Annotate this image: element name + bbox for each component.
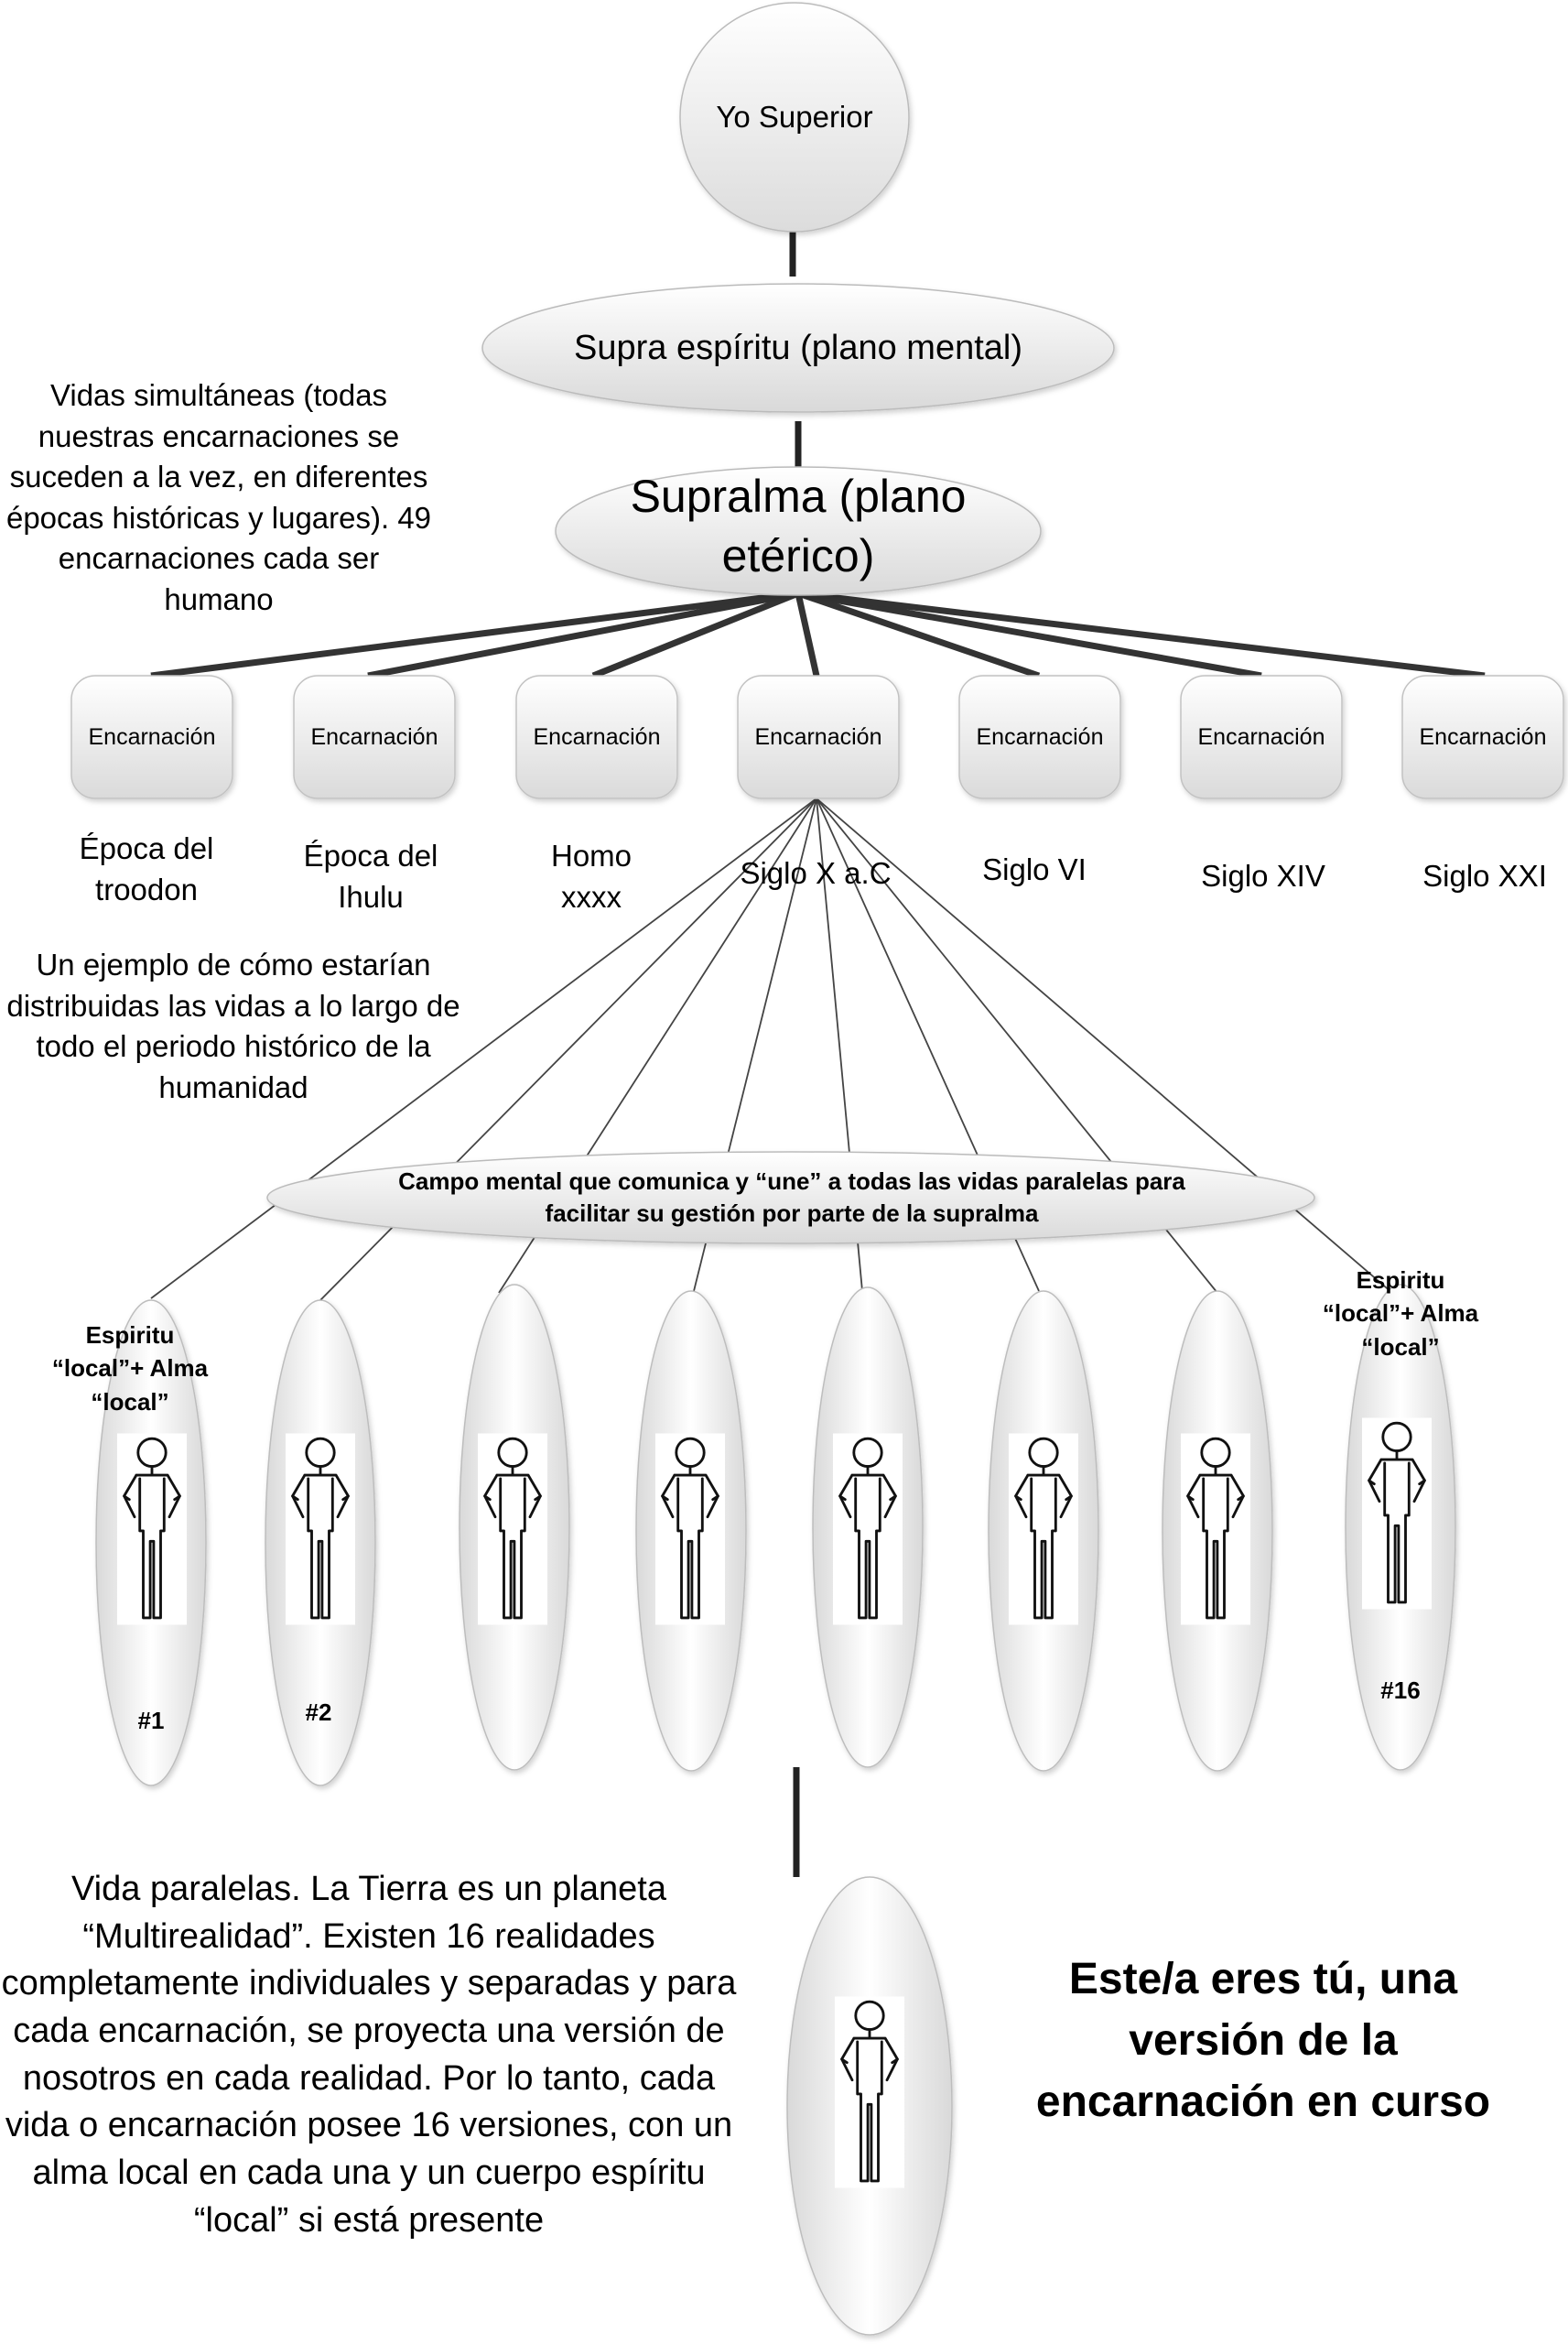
local-spirit-soul-label-right: Espiritu “local”+ Alma “local” [1322, 1266, 1479, 1361]
incarnation-box [1401, 675, 1564, 799]
incarnation-box [958, 675, 1121, 799]
local-spirit-soul-label-left: Espiritu “local”+ Alma “local” [51, 1321, 209, 1416]
person-icon [1362, 1417, 1432, 1610]
incarnation-boxes [70, 675, 1564, 799]
distribution-example-note: Un ejemplo de cómo estarían distribuidas… [6, 948, 460, 1104]
era-label: Siglo VI [982, 852, 1087, 886]
incarnation-label: Encarnación [310, 723, 438, 750]
era-label: Homo xxxx [550, 839, 633, 914]
person-icon [286, 1433, 355, 1625]
yo-superior-label: Yo Superior [716, 100, 873, 135]
incarnation-label: Encarnación [1197, 723, 1325, 750]
current-version-note: Este/a eres tú, una versión de la encarn… [1035, 1955, 1491, 2127]
person-icon [478, 1433, 547, 1625]
incarnation-label: Encarnación [88, 723, 216, 750]
incarnation-box [737, 675, 900, 799]
incarnation-label: Encarnación [1419, 723, 1547, 750]
era-label: Siglo XIV [1201, 859, 1325, 893]
incarnation-box [70, 675, 233, 799]
supralma-label: Supralma (plano etérico) [630, 471, 967, 581]
era-label: Época del troodon [79, 831, 214, 906]
person-icon [117, 1433, 187, 1625]
version-number-1: #1 [137, 1707, 165, 1734]
incarnation-label: Encarnación [533, 723, 661, 750]
incarnation-box [1180, 675, 1343, 799]
version-number-2: #2 [305, 1698, 332, 1726]
incarnation-box [515, 675, 678, 799]
incarnation-box [293, 675, 456, 799]
supralma-node [555, 466, 1042, 596]
hierarchy-connectors [789, 229, 802, 1877]
incarnation-label: Encarnación [976, 723, 1104, 750]
incarnation-label: Encarnación [754, 723, 882, 750]
simultaneous-lives-note: Vidas simultáneas (todas nuestras encarn… [5, 378, 432, 616]
mental-field-label: Campo mental que comunica y “une” a toda… [398, 1167, 1185, 1227]
era-label: Época del Ihulu [303, 839, 438, 914]
incarnation-connectors [150, 590, 1486, 679]
person-icon [835, 1996, 904, 2188]
parallel-lives-note: Vida paralelas. La Tierra es un planeta … [1, 1870, 737, 2240]
person-icon [655, 1433, 725, 1625]
supra-espiritu-node [481, 283, 1115, 413]
person-icon [1181, 1433, 1250, 1625]
person-icon [833, 1433, 903, 1625]
supra-espiritu-label: Supra espíritu (plano mental) [573, 328, 1023, 367]
mental-field-node [266, 1151, 1315, 1244]
version-number-16: #16 [1380, 1677, 1421, 1704]
yo-superior-node [679, 2, 910, 233]
era-label: Siglo XXI [1422, 859, 1547, 893]
person-icon [1009, 1433, 1078, 1625]
era-label: Siglo X a.C [740, 856, 892, 890]
